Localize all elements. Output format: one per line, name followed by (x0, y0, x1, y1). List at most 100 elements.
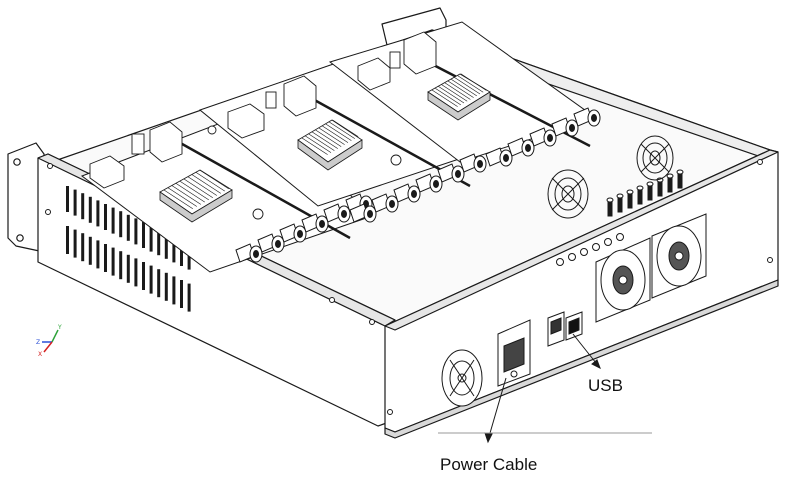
heatsink-fin (454, 77, 481, 95)
heatsink-fin (305, 135, 332, 153)
terminal-post (606, 197, 614, 217)
heatsink-2 (297, 119, 363, 171)
heatsink-fin (171, 185, 201, 205)
vent-slot (164, 272, 168, 301)
power-cable-callout-label: Power Cable (440, 455, 538, 474)
heatsinks (159, 73, 491, 223)
vent-slot (187, 283, 191, 312)
heatsink-fin (175, 183, 205, 203)
bnc-connector (551, 117, 579, 137)
heatsink-fin (435, 87, 461, 106)
terminal-post (646, 181, 654, 201)
vent-slot (142, 262, 145, 290)
rack-ear-hole-top (13, 158, 21, 166)
power-switch (547, 311, 565, 347)
terminal-post (676, 169, 684, 189)
fan-2 (651, 213, 707, 299)
heatsink-fin (447, 80, 474, 98)
signal-jack (568, 253, 576, 261)
axis-z-label: Z (36, 339, 40, 346)
fan-guard-2 (636, 135, 674, 181)
vent-slot (172, 236, 176, 263)
signal-jack (604, 238, 612, 246)
vent-slot (119, 251, 123, 280)
usb-port (565, 311, 583, 341)
bnc-connector (507, 137, 535, 157)
vent-slot (172, 276, 176, 305)
heatsink-fin (301, 137, 328, 155)
vent-slot (157, 269, 161, 298)
bnc-connector (415, 173, 443, 193)
axis-x-label: X (38, 351, 42, 358)
axis-y-label: Y (57, 324, 62, 331)
signal-jack (616, 233, 624, 241)
signal-jack (556, 258, 564, 266)
bnc-connector (235, 243, 263, 263)
heatsink-fin (315, 129, 342, 147)
side-vent-slots (66, 186, 191, 312)
vent-slot (96, 240, 100, 269)
terminal-post (636, 185, 644, 205)
heatsink-fin (322, 125, 349, 143)
heatsink-fin (167, 187, 197, 207)
heatsink-fin (318, 127, 345, 145)
callout-leaders (438, 333, 652, 444)
vent-slot (66, 186, 69, 212)
heatsink-fin (308, 133, 335, 151)
bnc-connector (279, 223, 307, 243)
heatsink-fin (195, 172, 225, 192)
power-leader-line (487, 377, 507, 441)
bnc-connector (529, 127, 557, 147)
heatsink-fin (451, 78, 477, 97)
vent-slot (104, 244, 107, 272)
small-fan (441, 349, 483, 407)
bnc-connector (349, 203, 377, 223)
vent-slot (88, 236, 92, 265)
fan-guard-1 (547, 169, 589, 219)
bnc-connector (323, 203, 351, 223)
vent-slot (73, 189, 77, 216)
signal-jack (592, 243, 600, 251)
vent-slot (134, 258, 138, 287)
rack-ear-hole-bottom (16, 234, 24, 242)
heatsink-fin (431, 89, 458, 107)
vent-slot (73, 229, 77, 258)
terminal-post (666, 173, 674, 193)
axis-triad: Y Z X (36, 324, 62, 358)
vent-slot (111, 207, 115, 234)
heatsink-3 (427, 73, 491, 121)
heatsink-fin (329, 121, 355, 139)
bnc-connector (257, 233, 285, 253)
heatsink-fin (179, 180, 209, 201)
usb-arrowhead (591, 359, 601, 370)
vent-slot (149, 225, 153, 252)
vent-slot (180, 240, 183, 266)
io-panel-edge (384, 279, 779, 439)
signal-jack (580, 248, 588, 256)
signal-connectors (556, 233, 624, 266)
vent-slot (111, 247, 115, 276)
vent-slot (66, 226, 69, 254)
heatsink-fin (460, 73, 487, 91)
heatsink-fin (444, 82, 471, 100)
bnc-connector (573, 107, 601, 127)
vent-slot (157, 229, 161, 256)
heatsink-fin (332, 119, 359, 137)
usb-callout-label: USB (588, 376, 623, 395)
vent-slot (134, 218, 138, 245)
vent-slot (81, 233, 85, 262)
io-panel-lip (384, 149, 779, 331)
vent-slot (126, 214, 130, 241)
terminal-post (626, 189, 634, 209)
heatsink-fin (187, 176, 217, 196)
heatsink-fin (199, 169, 229, 190)
heatsink-fin (325, 123, 352, 141)
heatsink-fin (441, 84, 468, 102)
vent-slot (142, 222, 145, 248)
vent-slot (180, 280, 183, 308)
vent-slot (149, 265, 153, 294)
bnc-connector-rows (235, 107, 601, 263)
terminal-post (616, 193, 624, 213)
io-panel-components (441, 233, 624, 407)
